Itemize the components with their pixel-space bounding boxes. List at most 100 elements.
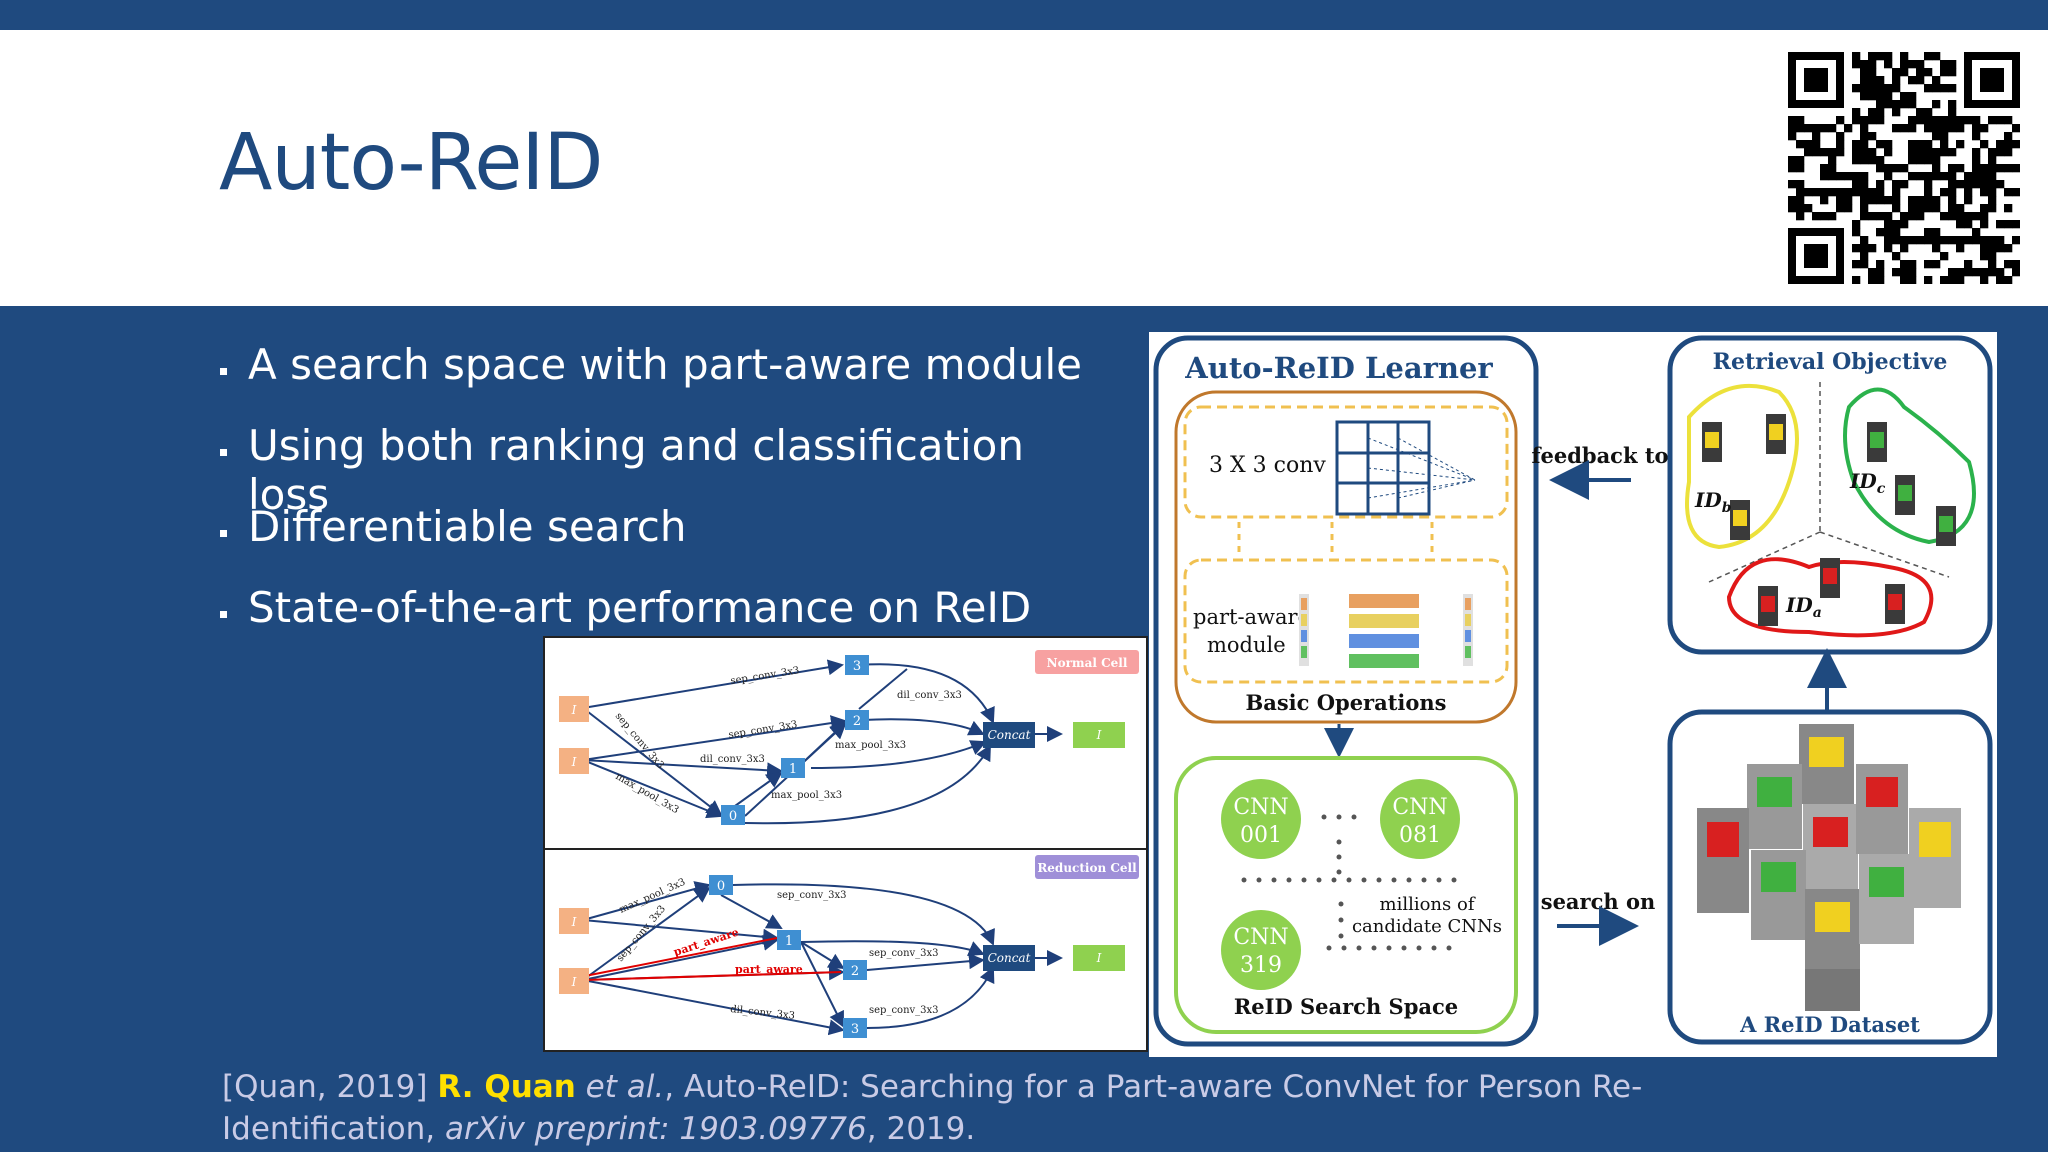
op-label-part-aware: part_aware [735, 963, 803, 977]
op-label: dil_conv_3x3 [897, 690, 962, 701]
node-2-label: 2 [851, 964, 859, 979]
cnn-node-label: CNN [1392, 795, 1447, 820]
concat-node [983, 722, 1035, 748]
op-label: max_pool_3x3 [614, 771, 681, 816]
op-label: sep_conv_3x3 [777, 890, 847, 901]
slide-title: Auto-ReID [219, 118, 603, 208]
citation-year: , 2019. [866, 1111, 976, 1147]
op-label: sep_conv_3x3 [730, 665, 800, 687]
cnn-node-label: 081 [1399, 823, 1441, 848]
cluster-c [1843, 387, 1976, 545]
op-label: max_pool_3x3 [771, 790, 842, 801]
reduction-cell-badge [1035, 855, 1139, 879]
cnn-node-label: 319 [1240, 953, 1282, 978]
citation-author: R. Quan [437, 1069, 576, 1105]
part-aware-label: part-aware [1193, 605, 1310, 629]
search-on-label: search on [1541, 889, 1656, 914]
cluster-a [1726, 557, 1934, 638]
svg-text:I: I [571, 915, 577, 929]
dataset-mosaic [1697, 724, 1961, 1011]
citation-venue: arXiv preprint: 1903.09776 [444, 1111, 867, 1147]
id-a-label: IDa [1785, 593, 1822, 621]
node-3-label: 3 [851, 1022, 859, 1037]
id-b-label: IDb [1694, 488, 1732, 516]
citation: [Quan, 2019] R. Quan et al., Auto-ReID: … [222, 1066, 1822, 1150]
part-aware-module-graphic [1299, 594, 1473, 668]
cnn-node-319 [1221, 910, 1301, 990]
concat-label: Concat [988, 728, 1031, 742]
node-1-label: 1 [785, 934, 793, 949]
output-node [1073, 722, 1125, 748]
conv-label: 3 X 3 conv [1209, 453, 1326, 478]
concat-label: Concat [988, 951, 1031, 965]
input-node-ck2 [559, 908, 589, 934]
node-1-label: 1 [789, 762, 797, 777]
svg-text:I: I [1096, 728, 1102, 742]
bullet-item: Using both ranking and classification lo… [218, 421, 1118, 519]
node-1 [777, 930, 801, 950]
architecture-figure: Auto-ReID Learner 3 X 3 conv part-aware … [1149, 332, 1997, 1057]
op-label: dil_conv_3x3 [730, 1004, 796, 1022]
cnn-node-label: CNN [1233, 795, 1288, 820]
svg-text:I: I [571, 975, 577, 989]
retrieval-title: Retrieval Objective [1713, 349, 1948, 375]
op-label: sep_conv_3x3 [869, 1005, 939, 1016]
feedback-label: feedback to [1531, 443, 1668, 468]
bullet-item: State-of-the-art performance on ReID [218, 583, 1118, 664]
dataset-label: A ReID Dataset [1739, 1012, 1920, 1037]
search-space-box [1174, 756, 1518, 1034]
slide-header [0, 30, 2048, 306]
node-3 [845, 655, 869, 675]
op-label: dil_conv_3x3 [700, 754, 765, 765]
basic-ops-box [1174, 390, 1518, 724]
node-2-label: 2 [853, 714, 861, 729]
cluster-b [1685, 383, 1799, 550]
architecture-diagram: Auto-ReID Learner 3 X 3 conv part-aware … [1153, 335, 1993, 1047]
op-label: sep_conv_3x3 [869, 948, 939, 959]
node-0 [721, 805, 745, 825]
citation-prefix: [Quan, 2019] [222, 1069, 438, 1105]
reduction-cell-label: Reduction Cell [1037, 861, 1137, 875]
bullet-list: A search space with part-aware module Us… [218, 340, 1118, 664]
concat-node [983, 945, 1035, 971]
node-3 [843, 1018, 867, 1038]
output-node [1073, 945, 1125, 971]
cnn-node-label: 001 [1240, 823, 1282, 848]
node-0 [709, 875, 733, 895]
learner-box [1153, 335, 1539, 1047]
svg-text:I: I [571, 755, 577, 769]
part-aware-label-2: module [1207, 633, 1286, 657]
top-bar [0, 0, 2048, 30]
normal-cell-label: Normal Cell [1047, 656, 1128, 670]
qr-code [1788, 52, 2020, 284]
node-0-label: 0 [729, 809, 737, 824]
search-space-label: ReID Search Space [1234, 994, 1458, 1019]
node-1 [781, 758, 805, 778]
op-label: max_pool_3x3 [618, 877, 687, 916]
node-2 [843, 960, 867, 980]
cell-diagram: Normal Cell I I 0 1 2 3 Concat I sep_con… [545, 650, 1146, 1038]
normal-cell-badge [1035, 650, 1139, 674]
millions-label-2: candidate CNNs [1352, 916, 1502, 937]
node-0-label: 0 [717, 879, 725, 894]
cell-figure: Normal Cell I I 0 1 2 3 Concat I sep_con… [543, 636, 1148, 1052]
svg-text:I: I [571, 703, 577, 717]
person-thumbnails [1702, 414, 1956, 626]
svg-text:I: I [1096, 951, 1102, 965]
node-3-label: 3 [853, 659, 861, 674]
citation-etal: et al. [575, 1069, 665, 1105]
bullet-item: A search space with part-aware module [218, 340, 1118, 421]
cnn-node-081 [1380, 779, 1460, 859]
op-label: max_pool_3x3 [835, 740, 906, 751]
basic-ops-label: Basic Operations [1245, 690, 1446, 715]
bullet-item: Differentiable search [218, 502, 1118, 583]
input-node-ck1 [559, 748, 589, 774]
dataset-box [1667, 709, 1993, 1045]
input-node-ck1 [559, 968, 589, 994]
op-label: sep_conv_3x3 [728, 719, 798, 741]
node-2 [845, 710, 869, 730]
cnn-node-label: CNN [1233, 925, 1288, 950]
millions-label: millions of [1380, 894, 1476, 915]
input-node-ck2 [559, 696, 589, 722]
id-c-label: IDc [1849, 469, 1886, 497]
